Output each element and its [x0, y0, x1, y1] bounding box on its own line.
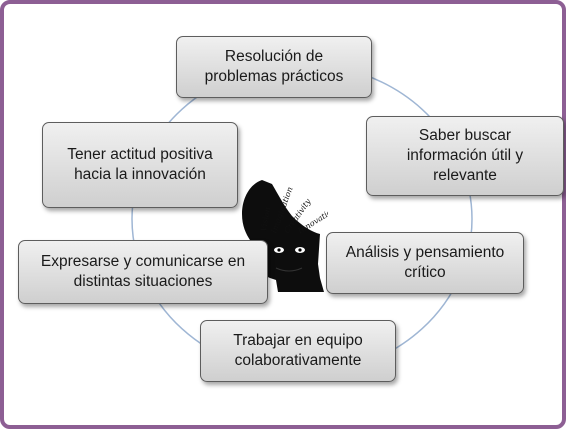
node-analisis-label: Análisis y pensamiento crítico: [345, 244, 505, 281]
node-analisis: Análisis y pensamiento crítico: [326, 232, 524, 294]
node-tener-actitud: Tener actitud positiva hacia la innovaci…: [42, 122, 238, 208]
node-expresarse-label: Expresarse y comunicarse en distintas si…: [40, 253, 246, 290]
node-trabajar-label: Trabajar en equipo colaborativamente: [233, 332, 363, 369]
node-saber-buscar-label: Saber buscar información útil y relevant…: [406, 127, 524, 184]
node-expresarse: Expresarse y comunicarse en distintas si…: [18, 240, 268, 304]
node-tener-actitud-label: Tener actitud positiva hacia la innovaci…: [67, 146, 213, 183]
node-resolucion-label: Resolución de problemas prácticos: [204, 48, 344, 85]
head-word-vision: Vision: [259, 206, 272, 232]
node-saber-buscar: Saber buscar información útil y relevant…: [366, 116, 564, 196]
node-resolucion: Resolución de problemas prácticos: [176, 36, 372, 98]
node-trabajar: Trabajar en equipo colaborativamente: [200, 320, 396, 382]
